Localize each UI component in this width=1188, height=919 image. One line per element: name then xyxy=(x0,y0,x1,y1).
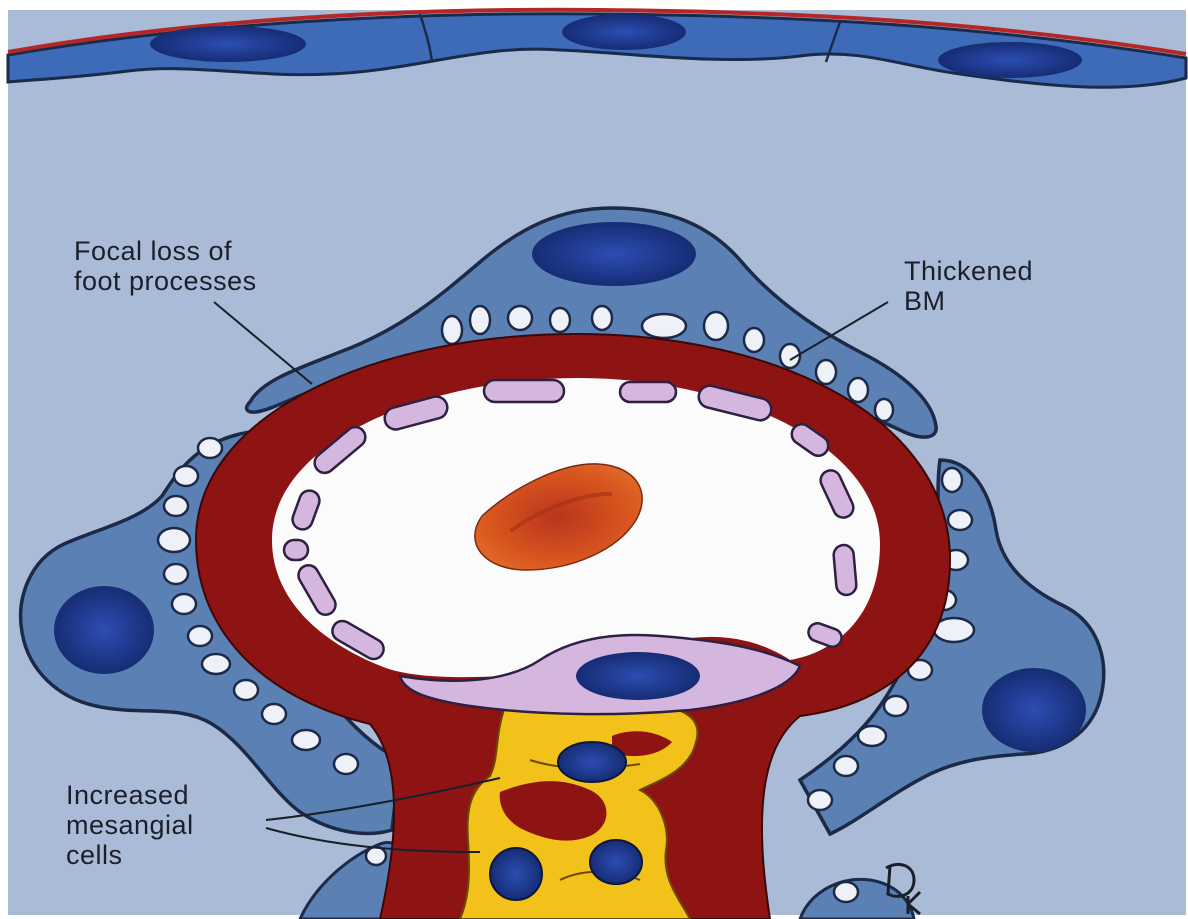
nucleus xyxy=(150,26,306,62)
label-thickened-bm: Thickened BM xyxy=(904,256,1033,316)
label-focal-loss-of-foot-processes: Focal loss of foot processes xyxy=(74,236,257,296)
label-line: BM xyxy=(904,286,1033,316)
nucleus xyxy=(938,42,1082,78)
label-line: Thickened xyxy=(904,256,1033,286)
mesangial-nucleus xyxy=(558,742,626,782)
mesangial-nucleus xyxy=(490,848,542,900)
label-line: mesangial xyxy=(66,810,194,840)
label-line: cells xyxy=(66,840,194,870)
nucleus xyxy=(562,14,686,50)
nucleus xyxy=(54,586,154,674)
label-line: Focal loss of xyxy=(74,236,257,266)
label-line: foot processes xyxy=(74,266,257,296)
mesangial-nucleus xyxy=(590,840,642,884)
nucleus xyxy=(982,668,1086,752)
endothelial-nucleus xyxy=(576,652,700,700)
nucleus xyxy=(532,222,696,286)
label-line: Increased xyxy=(66,780,194,810)
label-increased-mesangial-cells: Increased mesangial cells xyxy=(66,780,194,870)
